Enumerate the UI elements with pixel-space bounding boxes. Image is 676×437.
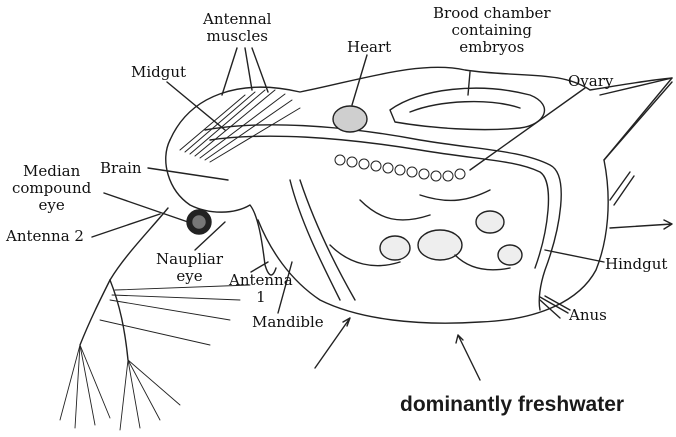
label-antenna1: Antenna 1 xyxy=(229,272,293,306)
heart-shape xyxy=(333,106,367,132)
label-median-eye: Median compound eye xyxy=(12,163,91,214)
label-midgut: Midgut xyxy=(131,64,186,81)
brood-chamber-outline xyxy=(390,88,544,129)
label-naupliar-eye: Naupliar eye xyxy=(156,251,223,285)
leader-median-eye xyxy=(104,193,188,222)
label-anus: Anus xyxy=(569,307,607,324)
label-brain: Brain xyxy=(100,160,142,177)
gut-inner xyxy=(210,136,548,268)
label-ovary: Ovary xyxy=(568,73,613,90)
label-mandible: Mandible xyxy=(252,314,324,331)
leader-midgut xyxy=(167,82,225,130)
label-hindgut: Hindgut xyxy=(605,256,667,273)
antenna2-setae xyxy=(60,285,250,430)
caption: dominantly freshwater xyxy=(400,393,624,417)
leader-antenna2 xyxy=(92,214,160,237)
leader-hindgut xyxy=(545,250,604,262)
arrow-bottom xyxy=(456,335,480,380)
label-antenna2: Antenna 2 xyxy=(6,228,84,245)
leader-brood xyxy=(468,72,470,95)
arrow-right xyxy=(610,220,672,229)
leader-brain xyxy=(148,168,228,180)
label-heart: Heart xyxy=(347,39,391,56)
label-brood-chamber: Brood chamber containing embryos xyxy=(433,5,551,56)
label-antennal-muscles: Antennal muscles xyxy=(203,11,271,45)
ovary-eggs xyxy=(335,155,465,181)
